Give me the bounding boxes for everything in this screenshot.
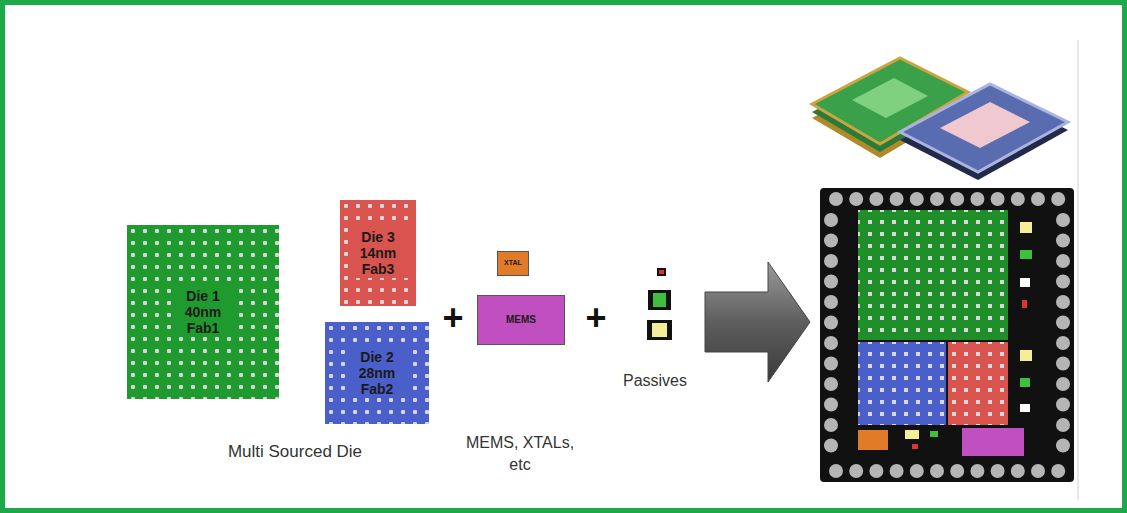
group-caption: MEMS, XTALs, etc: [462, 432, 578, 477]
die-label: Die 2 28nm Fab2: [347, 348, 407, 398]
die-label: Die 1 40nm Fab1: [173, 287, 233, 337]
plus-sign: +: [437, 300, 469, 336]
die-box: Die 1 40nm Fab1: [127, 225, 279, 399]
component-label: XTAL: [502, 258, 524, 268]
divider-line: [1078, 40, 1079, 500]
crystal-box: XTAL: [497, 251, 529, 276]
die-box: Die 2 28nm Fab2: [325, 322, 429, 424]
plus-sign: +: [580, 300, 612, 336]
die-box: Die 3 14nm Fab3: [340, 200, 416, 306]
die-label: Die 3 14nm Fab3: [348, 228, 408, 278]
group-caption: Passives: [612, 370, 698, 392]
frame: [3, 3, 1125, 511]
mems-box: MEMS: [477, 295, 565, 345]
group-caption: Multi Sourced Die: [190, 440, 400, 464]
stacked-chips: [812, 58, 1068, 180]
component-label: MEMS: [504, 313, 538, 327]
assembly-arrow: [705, 262, 810, 382]
sip-package: [820, 188, 1074, 482]
passives-components: [647, 268, 672, 340]
